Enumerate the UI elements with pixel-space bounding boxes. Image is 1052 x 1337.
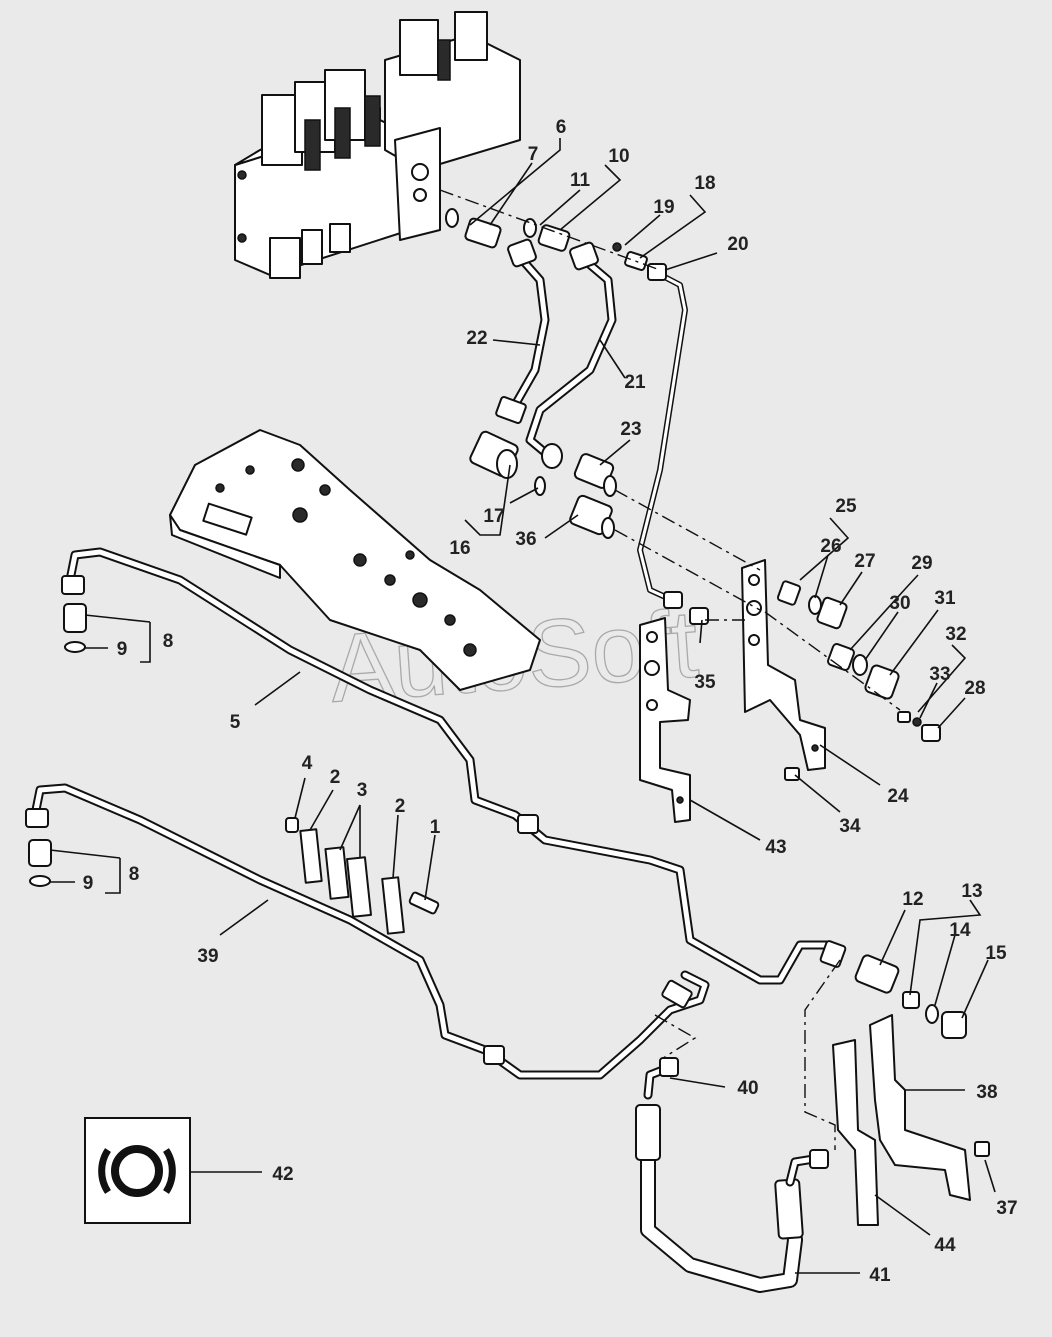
- callout-24: 24: [887, 786, 909, 807]
- leader-lines: [49, 138, 996, 1274]
- bracket-43: [639, 617, 691, 823]
- callout-28: 28: [964, 678, 985, 699]
- fittings-right: [689, 580, 941, 781]
- callout-2b: 2: [395, 796, 406, 817]
- callout-25: 25: [835, 496, 857, 517]
- adapter-8-top: [63, 603, 87, 653]
- callout-36: 36: [515, 529, 536, 550]
- tube-5: [61, 547, 847, 985]
- callout-34: 34: [839, 816, 861, 837]
- callout-19: 19: [653, 197, 674, 218]
- callout-41: 41: [869, 1265, 891, 1286]
- callout-44: 44: [934, 1235, 956, 1256]
- callout-38: 38: [976, 1082, 997, 1103]
- callout-39: 39: [197, 946, 218, 967]
- callout-13: 13: [961, 881, 982, 902]
- callout-11: 11: [570, 170, 591, 191]
- hose-41: [635, 1104, 829, 1293]
- callout-17: 17: [483, 506, 504, 527]
- callout-27: 27: [854, 551, 875, 572]
- callout-20: 20: [727, 234, 748, 255]
- frame-plate: [169, 429, 541, 691]
- callout-2a: 2: [330, 767, 341, 788]
- fittings-mid: [469, 430, 617, 539]
- brake-symbol-box: [84, 1117, 191, 1224]
- callout-7: 7: [528, 144, 539, 165]
- callout-4: 4: [302, 753, 313, 774]
- tube-39: [25, 783, 710, 1080]
- callout-9b: 9: [83, 873, 94, 894]
- callout-3: 3: [357, 780, 368, 801]
- callout-18: 18: [694, 173, 715, 194]
- pipes-20-22: [495, 238, 688, 609]
- callout-15: 15: [985, 943, 1007, 964]
- callout-21: 21: [624, 372, 646, 393]
- callout-5: 5: [230, 712, 241, 733]
- control-valve-block: [234, 11, 521, 279]
- callout-29: 29: [911, 553, 932, 574]
- callout-35: 35: [694, 672, 716, 693]
- callout-33: 33: [929, 664, 950, 685]
- callout-1: 1: [430, 817, 441, 838]
- callout-26: 26: [820, 536, 841, 557]
- callout-23: 23: [620, 419, 641, 440]
- callout-6: 6: [556, 117, 567, 138]
- fittings-12-15: [854, 954, 967, 1039]
- callout-40: 40: [737, 1078, 758, 1099]
- callout-10: 10: [608, 146, 629, 167]
- callout-8b: 8: [129, 864, 140, 885]
- bolt-37: [974, 1141, 990, 1157]
- adapter-8-bottom: [28, 839, 52, 887]
- callout-30: 30: [889, 593, 910, 614]
- fittings-valve-ports: [445, 208, 648, 271]
- callout-9a: 9: [117, 639, 128, 660]
- callout-16: 16: [449, 538, 470, 559]
- callouts: 1 2 2 3 4 5 6 7 8 8 9 9 10 11 12 13 14 1…: [83, 117, 1018, 1286]
- bracket-44: [832, 1039, 879, 1226]
- alignment-lines: [439, 189, 901, 1150]
- callout-14: 14: [949, 920, 971, 941]
- callout-8a: 8: [163, 631, 174, 652]
- callout-31: 31: [934, 588, 956, 609]
- callout-32: 32: [945, 624, 966, 645]
- bracket-38: [869, 1014, 971, 1201]
- callout-37: 37: [996, 1198, 1017, 1219]
- callout-12: 12: [902, 889, 923, 910]
- clamp-parts: [285, 817, 440, 935]
- callout-43: 43: [765, 837, 786, 858]
- elbow-40: [643, 1057, 679, 1100]
- callout-22: 22: [466, 328, 487, 349]
- callout-42: 42: [272, 1164, 293, 1185]
